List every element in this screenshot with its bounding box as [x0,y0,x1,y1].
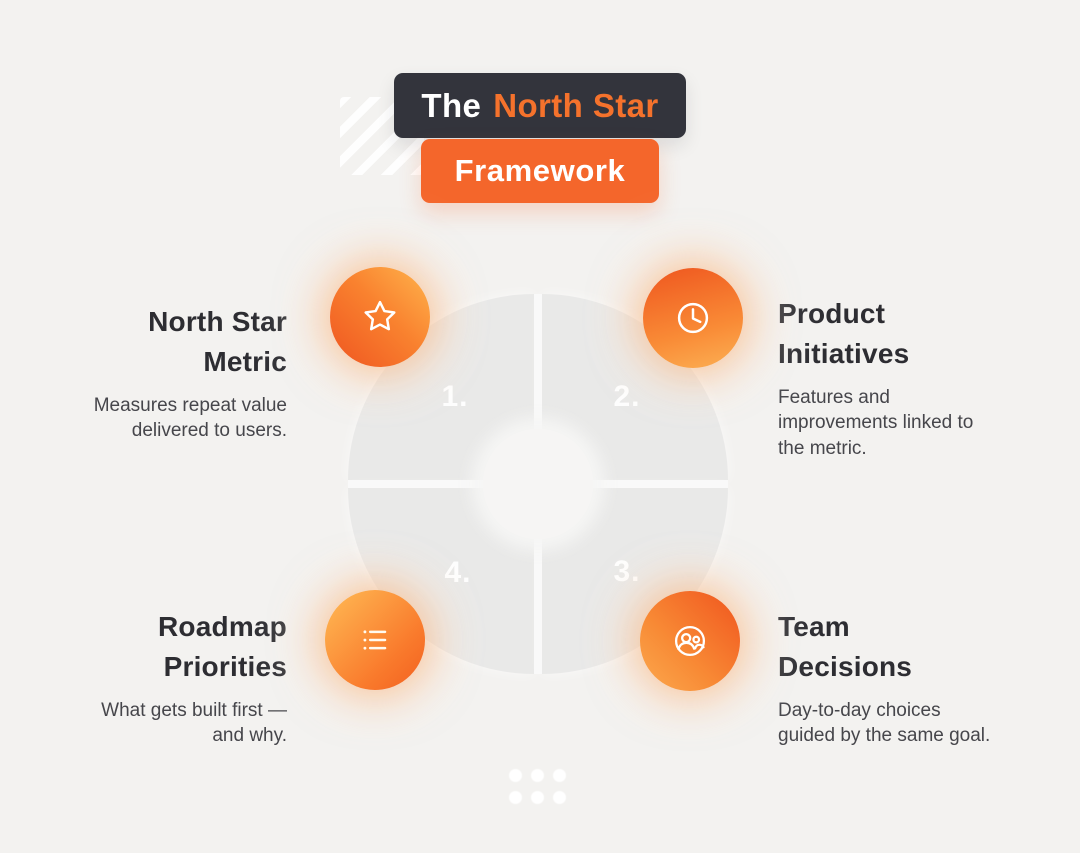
wheel-number-2: 2. [613,380,641,413]
dot [509,791,522,804]
north-star-metric-block: North Star Metric Measures repeat value … [55,302,287,444]
team-decisions-badge [640,591,740,691]
framework-wheel: 1. 2. 3. 4. [348,294,728,674]
roadmap-priorities-badge [325,590,425,690]
product-initiatives-description: Features and improvements linked to the … [778,387,974,459]
roadmap-priorities-description: What gets built first — and why. [101,700,287,747]
dot [531,769,544,782]
dots-grid-decoration [509,769,566,804]
roadmap-priorities-block: Roadmap Priorities What gets built first… [55,607,287,749]
team-decisions-heading: Team Decisions [778,611,913,683]
wheel-center-hole [483,429,593,539]
wheel-number-4: 4. [444,556,472,589]
wheel-number-1: 1. [441,380,469,413]
dot [553,769,566,782]
star-icon [357,294,403,340]
title-prefix: The [421,86,482,124]
north-star-metric-badge [330,267,430,367]
dot [509,769,522,782]
wheel-number-3: 3. [613,555,641,588]
dot [531,791,544,804]
roadmap-priorities-heading: Roadmap Priorities [158,611,287,683]
product-initiatives-heading: Product Initiatives [778,298,910,370]
title-subtitle: Framework [454,153,626,188]
dot [553,791,566,804]
team-decisions-block: Team Decisions Day-to-day choices guided… [778,607,1010,749]
product-initiatives-block: Product Initiatives Features and improve… [778,294,1010,461]
list-icon [352,617,398,663]
title-banner-dark: The North Star [394,73,686,138]
team-decisions-description: Day-to-day choices guided by the same go… [778,700,991,747]
north-star-metric-heading: North Star Metric [148,306,287,378]
north-star-metric-description: Measures repeat value delivered to users… [93,395,287,442]
product-initiatives-badge [643,268,743,368]
title-highlight: North Star [493,86,659,124]
team-icon [667,618,713,664]
clock-icon [670,295,716,341]
title-banner-orange: Framework [421,139,659,203]
